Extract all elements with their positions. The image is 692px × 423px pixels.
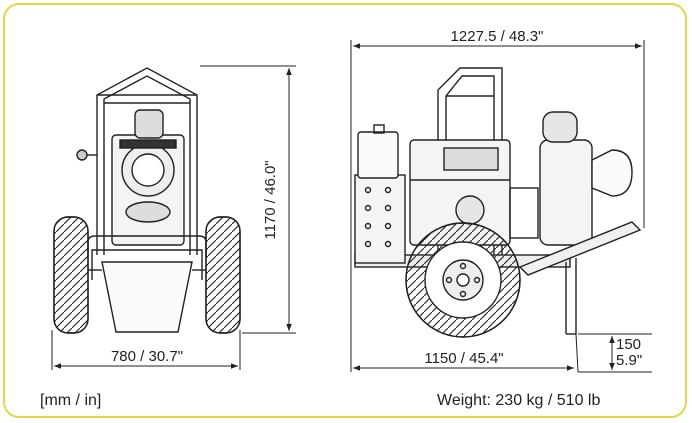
front-width-label: 780 / 30.7" [111, 348, 183, 365]
side-bottom-length-label: 1150 / 45.4" [424, 350, 503, 367]
side-dimension-lines [350, 40, 652, 373]
front-dimension-lines [51, 65, 296, 370]
side-top-length-label: 1227.5 / 48.3" [451, 28, 544, 45]
front-view-pump [53, 67, 241, 334]
weight-label: Weight: 230 kg / 510 lb [437, 392, 601, 409]
ground-clearance-in-label: 5.9" [616, 352, 642, 369]
diagram-frame [3, 3, 687, 418]
units-label: [mm / in] [40, 392, 102, 409]
ground-clearance-mm-label: 150 [616, 336, 641, 353]
front-height-label: 1170 / 46.0" [262, 160, 279, 239]
side-view-pump [354, 67, 642, 338]
